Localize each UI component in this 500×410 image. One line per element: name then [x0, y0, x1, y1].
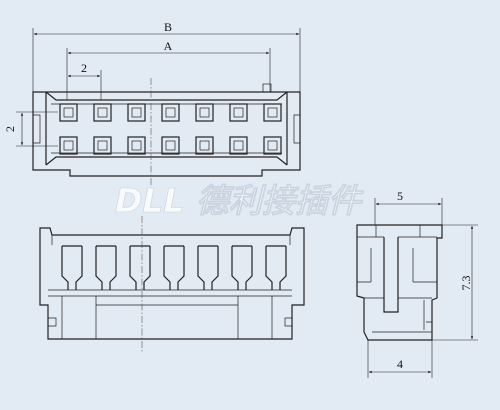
top-view	[32, 78, 301, 186]
side-height-label: 7.3	[459, 276, 473, 291]
pin-cavity	[127, 103, 146, 122]
dimension-b: B	[32, 20, 301, 92]
pin-cavity	[229, 103, 248, 122]
front-view-top-lip	[51, 235, 291, 245]
pin-cavity	[59, 103, 78, 122]
front-view-outline	[39, 227, 305, 340]
pin-cavity	[195, 103, 214, 122]
dimension-pitch-vertical: 2	[3, 111, 58, 147]
side-view-walls	[357, 248, 437, 330]
pin-cavity	[161, 103, 180, 122]
dimension-side-width: 5	[374, 189, 443, 225]
top-view-outline	[32, 91, 301, 177]
pin-cavity	[127, 136, 146, 155]
pitch-vertical-label: 2	[3, 126, 17, 132]
front-view-slot	[197, 245, 219, 290]
side-bottom-label: 4	[397, 357, 403, 371]
side-width-label: 5	[397, 189, 403, 203]
dimension-a: A	[66, 39, 271, 100]
front-view	[39, 216, 305, 352]
front-view-slot	[61, 245, 83, 290]
dimension-side-bottom: 4	[367, 340, 433, 378]
pin-cavity	[93, 136, 112, 155]
pin-cavity	[195, 136, 214, 155]
top-view-latch	[262, 83, 272, 93]
pin-cavity	[161, 136, 180, 155]
brand-watermark: DLL 德利接插件	[115, 181, 364, 220]
front-view-slots	[61, 245, 287, 290]
pin-cavities	[59, 103, 282, 155]
pin-cavity	[263, 103, 282, 122]
front-view-slot	[163, 245, 185, 290]
front-view-legs	[48, 296, 292, 339]
pin-cavity	[229, 136, 248, 155]
dimension-a-label: A	[164, 39, 173, 53]
side-view-outline	[356, 224, 443, 341]
top-view-inner-frame	[45, 91, 288, 166]
pin-cavity	[59, 136, 78, 155]
dimension-pitch-horizontal: 2	[67, 61, 102, 100]
front-view-slot	[95, 245, 117, 290]
dimension-b-label: B	[164, 20, 172, 34]
top-view-right-notch	[293, 114, 300, 144]
front-view-slot	[231, 245, 253, 290]
side-view-latch-channel	[383, 237, 399, 313]
front-view-lower-band	[48, 289, 292, 297]
pitch-horizontal-label: 2	[81, 61, 87, 75]
pin-cavity	[93, 103, 112, 122]
top-view-left-notch	[33, 114, 41, 144]
dimension-side-height: 7.3	[432, 224, 478, 341]
side-view-top-step	[357, 225, 437, 238]
pin-cavity	[263, 136, 282, 155]
front-view-slot	[129, 245, 151, 290]
front-view-slot	[265, 245, 287, 290]
side-view	[356, 224, 443, 341]
